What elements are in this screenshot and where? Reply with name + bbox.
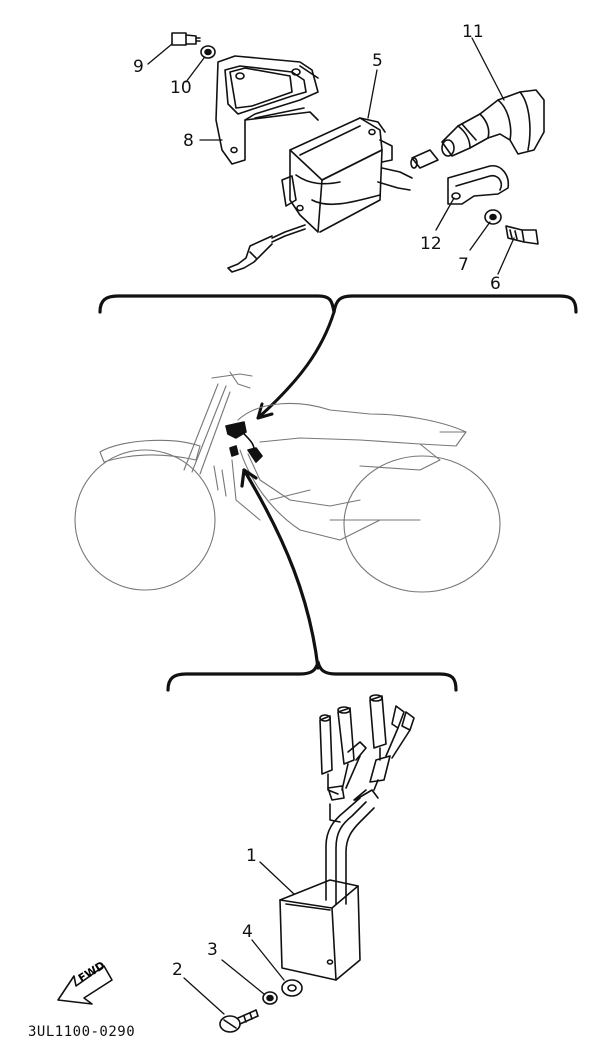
fwd-direction-arrow (57, 965, 113, 1005)
callout-5: 5 (372, 51, 383, 71)
upper-pointer-arrow (256, 310, 336, 420)
ignition-coil-5 (227, 117, 413, 273)
bike-part-markers (225, 421, 263, 463)
clamp-12 (447, 165, 510, 205)
washer-4 (281, 979, 303, 997)
motorcycle-silhouette (74, 371, 501, 593)
bolt-9 (171, 32, 201, 46)
callout-12: 12 (420, 234, 442, 254)
washer-7 (484, 209, 502, 225)
washer-10 (200, 45, 216, 59)
cdi-unit-1 (279, 694, 415, 981)
callout-3: 3 (207, 940, 218, 960)
callout-2: 2 (172, 960, 183, 980)
terminal-cap (410, 149, 439, 169)
lower-pointer-arrow (242, 468, 320, 670)
bolt-6 (505, 225, 539, 245)
callout-8: 8 (183, 131, 194, 151)
washer-3 (262, 991, 278, 1005)
leader-lines-bottom (183, 861, 295, 1015)
callout-4: 4 (242, 922, 253, 942)
leader-lines-top (147, 37, 515, 275)
screw-2 (219, 1009, 259, 1033)
callout-6: 6 (490, 274, 501, 294)
bottom-bracket-brace (166, 660, 458, 692)
callout-1: 1 (246, 846, 257, 866)
callout-7: 7 (458, 255, 469, 275)
callout-9: 9 (133, 57, 144, 77)
diagram-code: 3UL1100-0290 (28, 1024, 136, 1040)
bracket-8 (215, 55, 319, 165)
plug-cap-11 (441, 89, 545, 157)
callout-10: 10 (170, 78, 192, 98)
callout-11: 11 (462, 22, 484, 42)
top-bracket-brace (98, 294, 578, 314)
